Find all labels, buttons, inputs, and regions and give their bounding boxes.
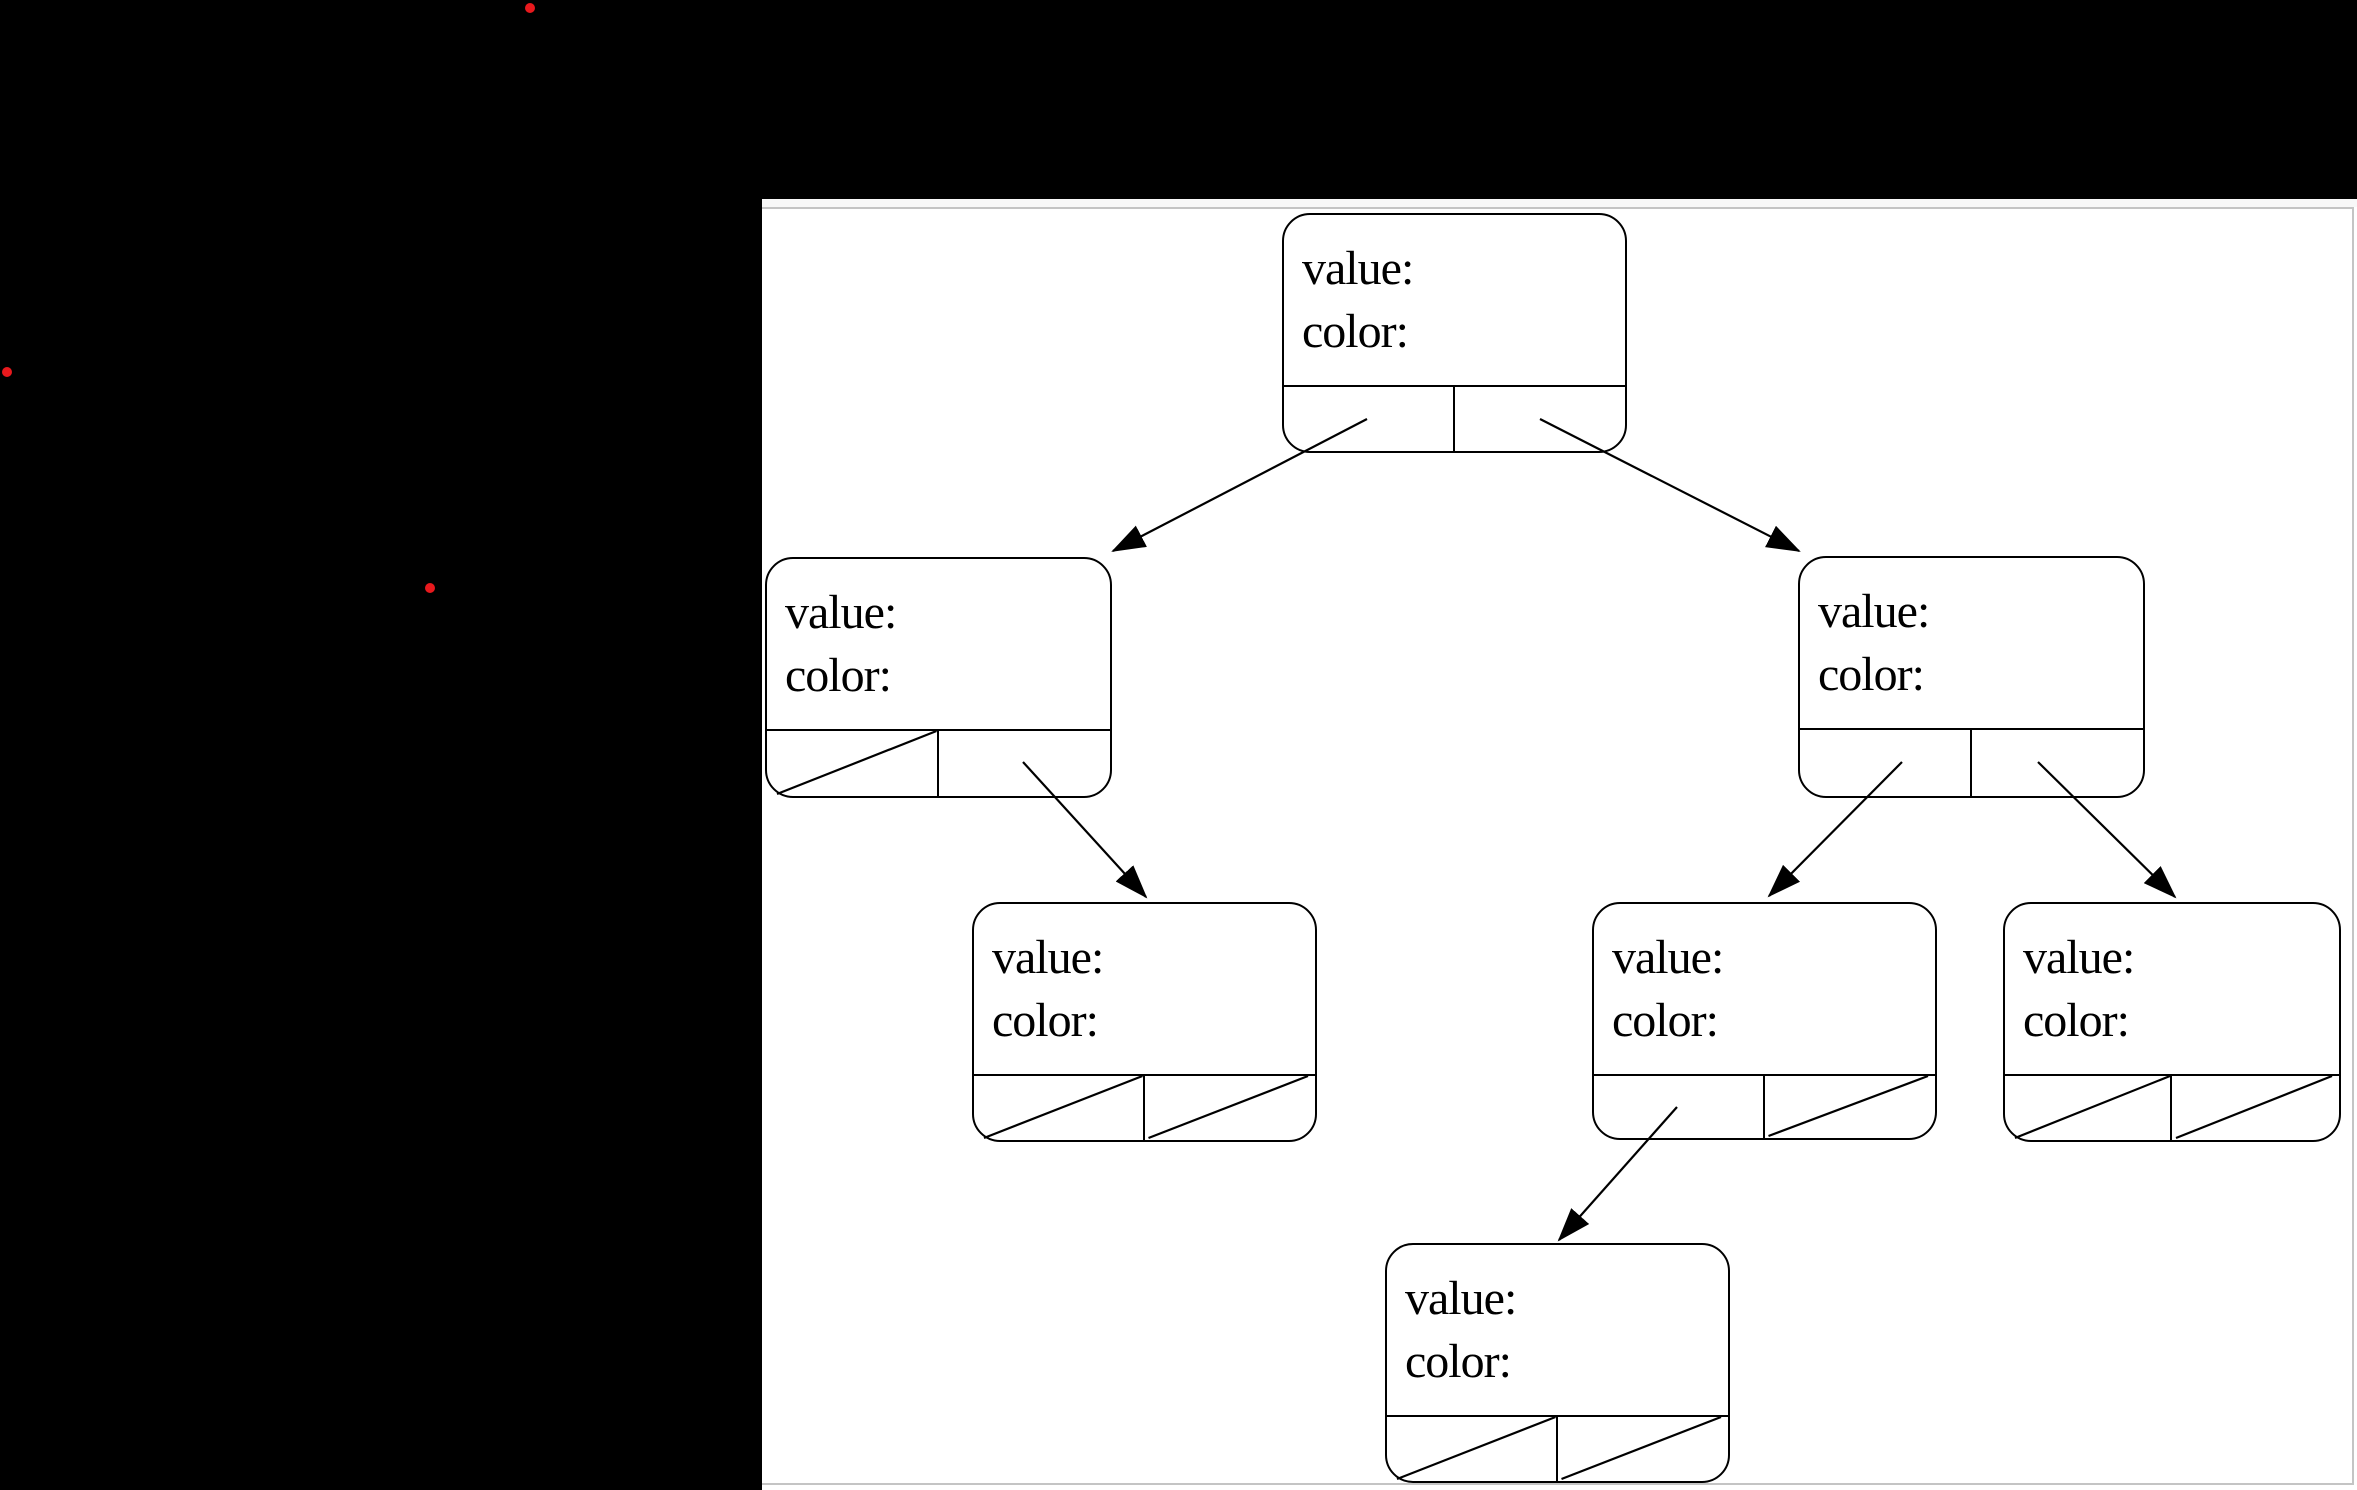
left-pointer-cell (974, 1076, 1145, 1140)
pointer-row (974, 1074, 1315, 1140)
red-dot (525, 3, 535, 13)
node-value-label: value: (1405, 1272, 1517, 1325)
canvas-bottom-border (762, 1483, 2354, 1485)
node-value-label: value: (1302, 242, 1414, 295)
right-pointer-cell (1555, 1417, 1729, 1481)
red-dot (2, 367, 12, 377)
right-pointer-cell (1142, 1076, 1316, 1140)
node-value-label: value: (1818, 585, 1930, 638)
right-pointer-cell (1762, 1076, 1936, 1138)
tree-node-left-right-grandchild: value: color: (972, 902, 1317, 1142)
node-value-label: value: (1612, 931, 1724, 984)
node-color-label: color: (1302, 305, 1409, 358)
node-text: value: color: (1612, 926, 1927, 1052)
pointer-row (1387, 1415, 1728, 1481)
node-color-label: color: (785, 649, 892, 702)
node-value-label: value: (785, 586, 897, 639)
node-value-label: value: (2023, 931, 2135, 984)
node-color-label: color: (992, 994, 1099, 1047)
left-pointer-cell (1800, 730, 1972, 796)
right-pointer-cell (1969, 730, 2144, 796)
left-pointer-cell (2005, 1076, 2172, 1140)
pointer-row (1594, 1074, 1935, 1138)
pointer-row (2005, 1074, 2339, 1140)
tree-node-right-right-grandchild: value: color: (2003, 902, 2341, 1142)
right-pointer-cell (2170, 1076, 2339, 1140)
node-value-label: value: (992, 931, 1104, 984)
left-pointer-cell (767, 731, 939, 796)
node-text: value: color: (1818, 580, 2135, 706)
pointer-row (767, 729, 1110, 796)
node-color-label: color: (2023, 994, 2130, 1047)
canvas-top-strip (762, 199, 2357, 207)
tree-node-left-child: value: color: (765, 557, 1112, 798)
right-pointer-cell (936, 731, 1111, 796)
node-color-label: color: (1405, 1335, 1512, 1388)
left-pointer-cell (1594, 1076, 1765, 1138)
left-pointer-cell (1284, 387, 1455, 451)
left-pointer-cell (1387, 1417, 1558, 1481)
canvas-right-border (2352, 207, 2354, 1485)
tree-node-great-grandchild: value: color: (1385, 1243, 1730, 1483)
node-text: value: color: (992, 926, 1307, 1052)
node-text: value: color: (1302, 237, 1617, 363)
pointer-row (1284, 385, 1625, 451)
tree-node-right-left-grandchild: value: color: (1592, 902, 1937, 1140)
tree-node-root: value: color: (1282, 213, 1627, 453)
node-color-label: color: (1612, 994, 1719, 1047)
canvas-top-border (762, 207, 2354, 209)
red-dot (425, 583, 435, 593)
pointer-row (1800, 728, 2143, 796)
right-pointer-cell (1452, 387, 1626, 451)
node-text: value: color: (1405, 1267, 1720, 1393)
node-color-label: color: (1818, 648, 1925, 701)
node-text: value: color: (2023, 926, 2331, 1052)
tree-node-right-child: value: color: (1798, 556, 2145, 798)
node-text: value: color: (785, 581, 1102, 707)
